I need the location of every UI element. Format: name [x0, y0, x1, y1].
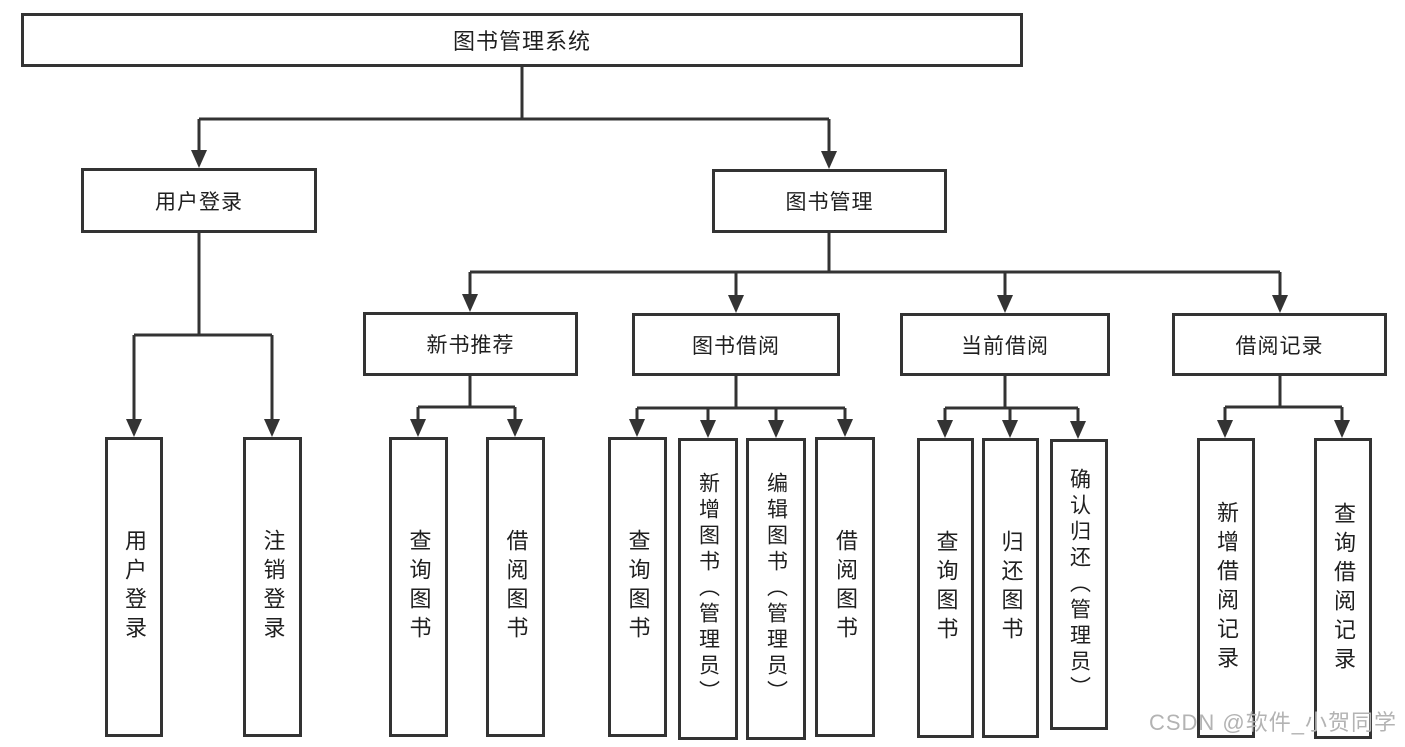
connector-root-to-level2	[197, 67, 831, 152]
leaf-borrowing-edit-admin-label: 编辑图书（管理员）	[764, 472, 788, 706]
leaf-current-return-label: 归还图书	[998, 530, 1024, 646]
leaf-borrowing-add-admin: 新增图书（管理员）	[678, 438, 738, 740]
node-borrow-records: 借阅记录	[1172, 313, 1387, 376]
leaf-newbooks-query-label: 查询图书	[406, 529, 432, 645]
leaf-borrowing-edit-admin: 编辑图书（管理员）	[746, 438, 806, 740]
leaf-current-query: 查询图书	[917, 438, 974, 738]
leaf-borrowing-borrow-label: 借阅图书	[833, 529, 858, 645]
leaf-user-login: 用户登录	[105, 437, 163, 737]
connector-borrowing-children	[635, 376, 847, 421]
leaf-logout: 注销登录	[243, 437, 302, 737]
node-library-system: 图书管理系统	[21, 13, 1023, 67]
watermark: CSDN @软件_小贺同学	[1148, 710, 1397, 735]
connector-new-books-children	[416, 376, 517, 420]
leaf-current-confirm-return-admin-label: 确认归还（管理员）	[1067, 467, 1091, 702]
connector-user-login-children	[132, 233, 274, 420]
leaf-records-query: 查询借阅记录	[1314, 438, 1372, 739]
connector-current-children	[943, 376, 1080, 422]
leaf-borrowing-add-admin-label: 新增图书（管理员）	[696, 472, 720, 706]
node-book-borrowing: 图书借阅	[632, 313, 840, 376]
leaf-current-confirm-return-admin: 确认归还（管理员）	[1050, 439, 1108, 730]
leaf-user-login-label: 用户登录	[122, 529, 147, 645]
node-book-management: 图书管理	[712, 169, 947, 233]
leaf-borrowing-query: 查询图书	[608, 437, 667, 737]
leaf-records-add: 新增借阅记录	[1197, 438, 1255, 738]
leaf-newbooks-borrow-label: 借阅图书	[503, 529, 529, 645]
node-new-book-recommend: 新书推荐	[363, 312, 578, 376]
leaf-logout-label: 注销登录	[260, 529, 286, 645]
leaf-current-query-label: 查询图书	[933, 530, 959, 646]
connector-records-children	[1223, 376, 1344, 421]
leaf-records-query-label: 查询借阅记录	[1331, 501, 1356, 676]
connector-book-mgmt-children	[468, 233, 1282, 296]
leaf-newbooks-borrow: 借阅图书	[486, 437, 545, 737]
leaf-newbooks-query: 查询图书	[389, 437, 448, 737]
leaf-current-return: 归还图书	[982, 438, 1039, 738]
leaf-borrowing-query-label: 查询图书	[625, 529, 651, 645]
node-current-borrowing: 当前借阅	[900, 313, 1110, 376]
leaf-records-add-label: 新增借阅记录	[1214, 501, 1239, 675]
node-user-login: 用户登录	[81, 168, 317, 233]
leaf-borrowing-borrow: 借阅图书	[815, 437, 875, 737]
